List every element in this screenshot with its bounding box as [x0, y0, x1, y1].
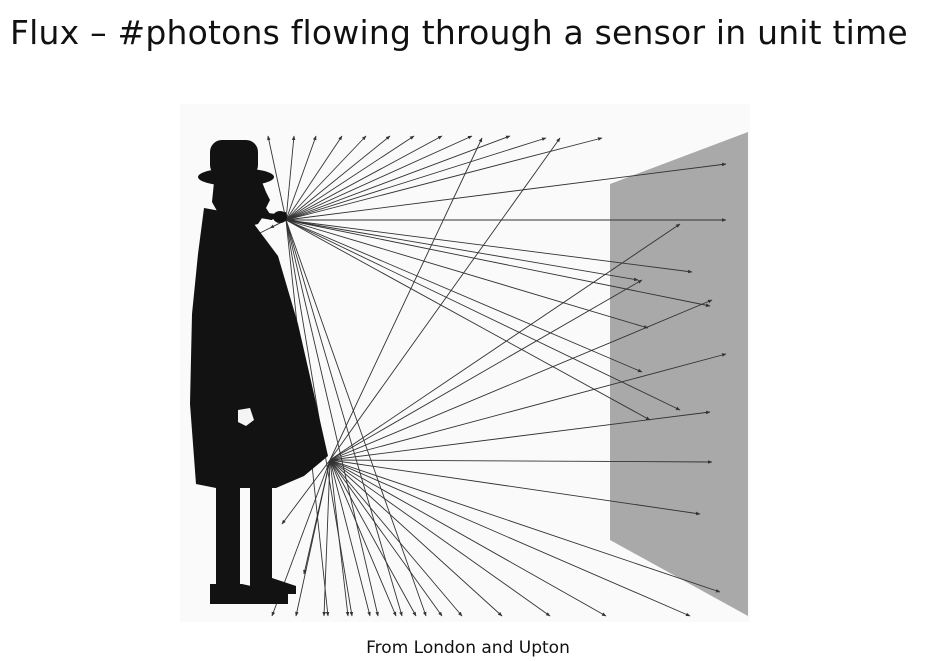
light-ray-coat-13: [329, 459, 721, 593]
light-ray-face-23: [285, 219, 379, 617]
light-ray-face-14: [285, 219, 693, 274]
hat-crown: [210, 140, 258, 177]
light-ray-coat-14: [329, 459, 701, 516]
light-ray-face-20: [285, 219, 651, 421]
light-rays: [253, 135, 727, 617]
light-ray-face-17: [285, 219, 649, 329]
light-ray-coat-3: [329, 459, 350, 617]
right-leg: [250, 484, 272, 584]
light-ray-coat-15: [329, 459, 713, 464]
light-ray-coat-6: [329, 459, 417, 617]
light-ray-coat-2: [322, 459, 331, 617]
light-ray-face-2: [285, 135, 317, 221]
light-ray-coat-16: [329, 410, 711, 461]
light-ray-face-12: [285, 162, 727, 221]
right-shoe: [250, 578, 296, 594]
light-ray-coat-12: [329, 459, 691, 617]
light-ray-face-22: [285, 219, 427, 617]
light-ray-face-3: [285, 135, 343, 221]
light-ray-coat-8: [329, 459, 463, 617]
light-ray-face-5: [285, 135, 391, 221]
light-ray-face-15: [285, 219, 639, 282]
coat: [190, 208, 328, 488]
light-ray-coat-5: [329, 459, 397, 617]
light-ray-coat-23: [281, 459, 331, 525]
light-ray-face-8: [285, 135, 473, 221]
light-ray-coat-21: [329, 137, 561, 461]
light-ray-face-11: [285, 137, 603, 221]
light-ray-coat-19: [329, 223, 681, 461]
left-shoe: [210, 584, 288, 604]
light-ray-coat-17: [329, 353, 727, 461]
light-ray-coat-4: [329, 459, 371, 617]
flux-illustration-svg: [180, 104, 750, 622]
light-ray-face-18: [285, 219, 643, 373]
hand: [238, 408, 254, 426]
light-ray-coat-18: [329, 299, 713, 461]
pipe-bowl: [273, 211, 287, 223]
light-ray-coat-11: [329, 459, 607, 617]
left-leg: [216, 484, 240, 588]
light-ray-face-1: [285, 135, 296, 221]
light-ray-coat-22: [329, 137, 483, 461]
light-ray-face-19: [285, 219, 681, 411]
light-ray-face-9: [285, 135, 511, 221]
light-ray-coat-20: [329, 279, 643, 461]
light-ray-coat-9: [329, 459, 503, 617]
man-silhouette: [190, 140, 328, 604]
slide-title: Flux – #photons flowing through a sensor…: [10, 13, 908, 52]
light-ray-coat-10: [329, 459, 551, 617]
light-ray-face-0: [267, 135, 287, 221]
figure-caption: From London and Upton: [366, 638, 570, 658]
light-ray-face-21: [285, 219, 403, 617]
light-ray-face-6: [285, 135, 415, 221]
light-ray-face-7: [285, 135, 443, 221]
flux-illustration: [180, 104, 750, 622]
light-ray-coat-7: [329, 459, 443, 617]
light-ray-face-16: [285, 219, 711, 307]
sensor-plane: [610, 132, 748, 616]
light-ray-face-4: [285, 135, 367, 221]
light-ray-face-10: [285, 137, 547, 221]
light-ray-coat-24: [303, 459, 331, 575]
